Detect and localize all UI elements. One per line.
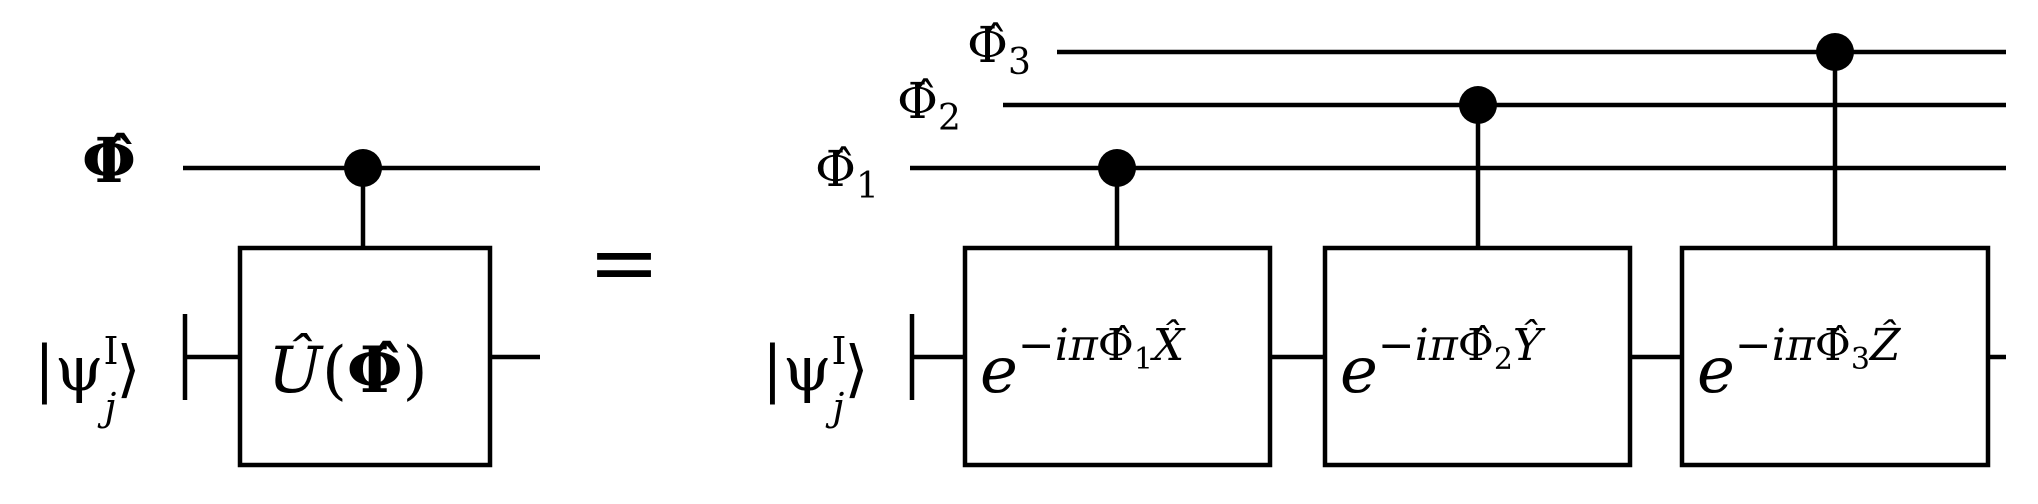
equals-sign: = <box>588 213 660 313</box>
gate-label-1: e−iπΦ̂1X̂ <box>980 318 1186 408</box>
gate-box-3 <box>1679 245 1991 468</box>
control-label-phi: Φ̂ <box>82 124 136 197</box>
control-dot <box>344 149 382 187</box>
control-dot-3 <box>1816 33 1854 71</box>
control-label-1: Φ̂1 <box>815 140 879 207</box>
gate-box-2 <box>1322 245 1633 468</box>
control-dot-1 <box>1098 149 1136 187</box>
control-dot-2 <box>1459 86 1497 124</box>
control-label-3: Φ̂3 <box>967 16 1031 83</box>
unitary-gate-box <box>237 245 493 468</box>
unitary-gate-label: Û(Φ̂) <box>268 333 428 408</box>
gate-label-3: e−iπΦ̂3Ẑ <box>1697 318 1902 408</box>
gate-box-1 <box>962 245 1273 468</box>
gate-label-2: e−iπΦ̂2Ŷ <box>1340 318 1546 408</box>
control-label-2: Φ̂2 <box>897 72 961 139</box>
